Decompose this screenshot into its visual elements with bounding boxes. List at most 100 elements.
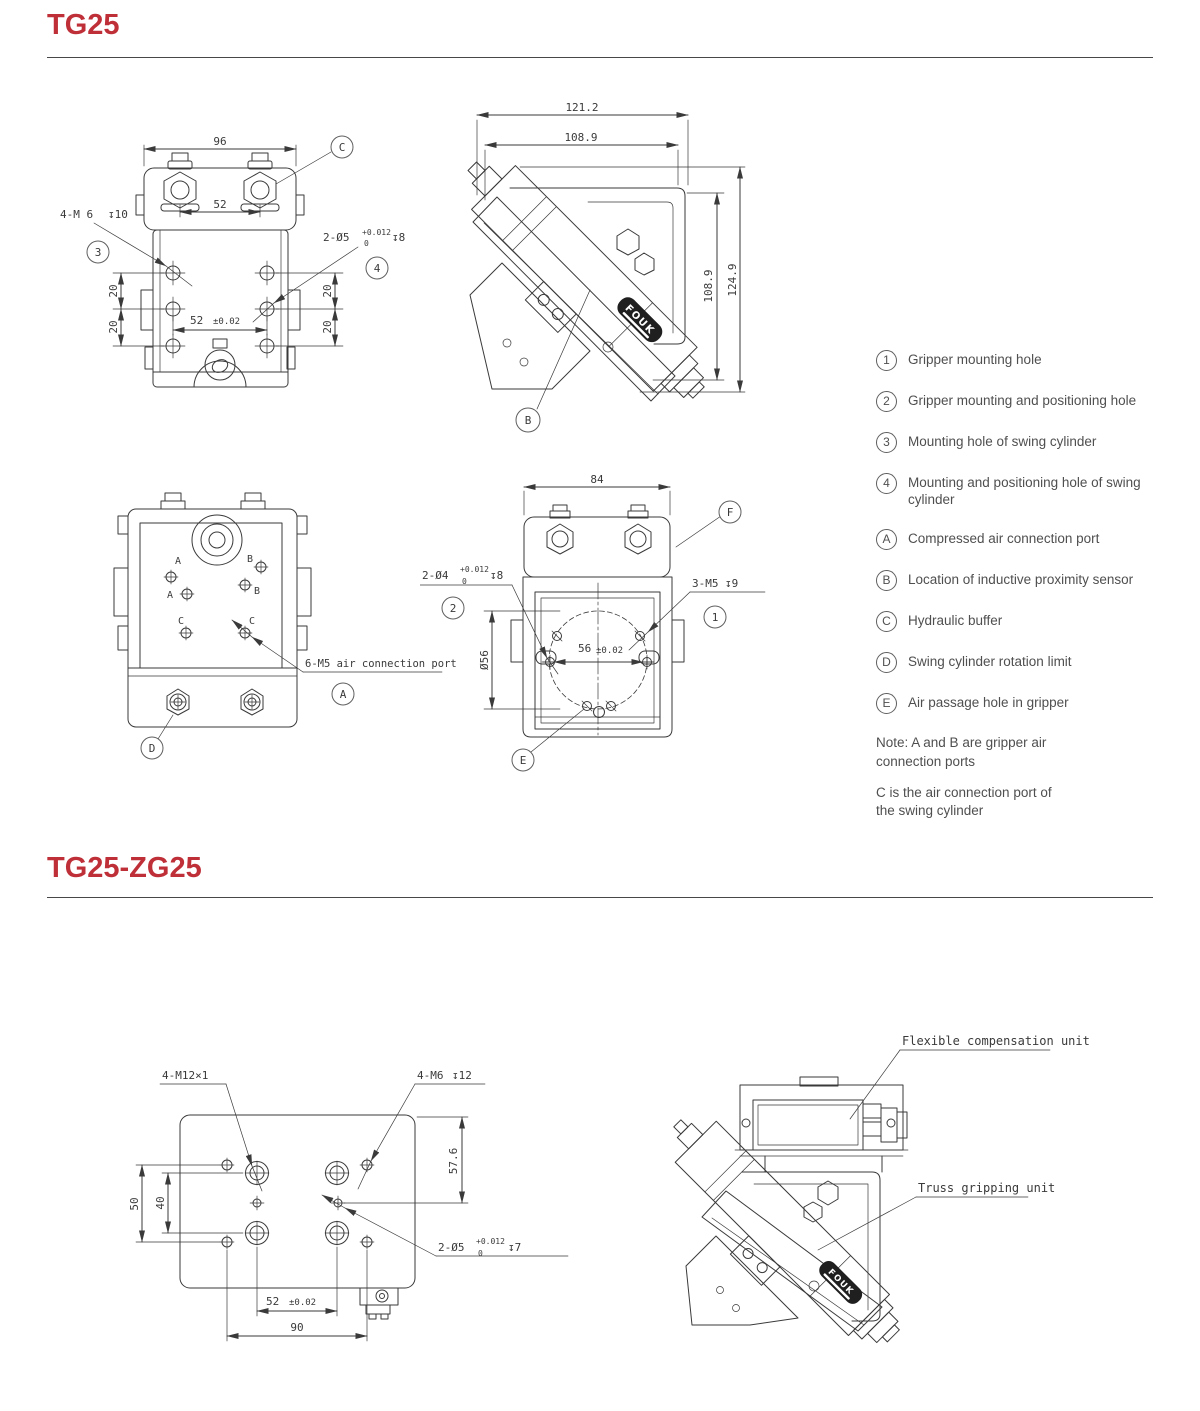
thread-depth-12: ↧12 [452,1069,472,1082]
plate-body [179,1114,416,1320]
hole-tol-lower: 0 [462,577,467,586]
tg25-side-view-drawing: FOUK 121.2 108.9 108.9 124.9 B [467,101,746,433]
svg-text:F: F [727,506,734,519]
dim-124-9: 124.9 [726,263,739,296]
dim-20-right-bottom: 20 [321,320,334,333]
dim-dia-56: Ø56 [478,650,491,670]
air-port-holes: A A B B C C [163,554,269,641]
dim-20-right-top: 20 [321,284,334,297]
dim-121-2: 121.2 [565,101,598,114]
thread-label-4m6: 4-M6 [417,1069,444,1082]
dim-56: 56 [578,642,591,655]
front-mounting-holes [160,260,280,359]
dim-20-left-top: 20 [107,284,120,297]
svg-text:B: B [525,414,532,427]
legend-marker-1: 1 [876,350,897,371]
legend-note-2: C is the air connection port of the swin… [876,784,1052,819]
svg-text:C: C [339,141,346,154]
balloon-c: C [330,135,354,159]
legend-note-1: Note: A and B are gripper air connection… [876,734,1047,769]
tg25-back-view-drawing: A A B B C C 6-M5 air connection port A D [113,492,457,760]
balloon-3: 3 [86,240,110,264]
tg25zg25-assembly-drawing: FOUK Flexible compensation unit Truss gr… [673,1034,1090,1344]
thread-label-4m12: 4-M12×1 [162,1069,208,1082]
hydraulic-buffer-bolt-left [160,152,200,212]
dim-52: 52 [266,1295,279,1308]
svg-text:A: A [340,688,347,701]
hole-tol-lower: 0 [478,1249,483,1258]
thread-label-4m6: 4-M 6 [60,208,93,221]
legend-marker-b: B [876,569,897,591]
legend-marker-e: E [876,692,897,714]
balloon-b: B [515,407,541,433]
hydraulic-buffer-bolt-right [240,152,280,212]
dim-40: 40 [154,1196,167,1209]
dim-width-96: 96 [213,135,226,148]
dim-50: 50 [128,1197,141,1210]
hole-tol-upper: +0.012 [362,228,391,237]
balloon-4: 4 [365,256,389,280]
port-label-c2: C [249,616,255,627]
hole-tol-upper: +0.012 [476,1237,505,1246]
dim-57-6: 57.6 [447,1148,460,1175]
legend-marker-4: 4 [876,473,897,494]
hole-label-2d5: 2-Ø5 [438,1241,465,1254]
balloon-f: F [718,500,742,524]
thread-depth-9: ↧9 [725,577,738,590]
dim-bolt-spacing-52: 52 [213,198,226,211]
bottom-body [510,504,685,738]
legend-marker-3: 3 [876,432,897,453]
hole-depth-7: ↧7 [508,1241,521,1254]
label-flexible-compensation-unit: Flexible compensation unit [902,1034,1090,1048]
hole-depth-8: ↧8 [490,569,503,582]
dim-hole-spacing-52: 52 [190,314,203,327]
hole-depth-8: ↧8 [392,231,405,244]
tg25zg25-plate-view-drawing: 4-M12×1 4-M6 ↧12 57.6 50 40 2-Ø5 +0.012 … [128,1069,569,1342]
svg-text:E: E [520,754,527,767]
truss-gripping-unit: FOUK [673,1119,900,1344]
hole-label-2d4: 2-Ø4 [422,569,449,582]
balloon-d: D [140,736,164,760]
svg-text:2: 2 [450,602,457,615]
hole-tol-lower: 0 [364,239,369,248]
balloon-a: A [331,682,355,706]
balloon-e: E [511,748,535,772]
section-rule-2 [47,897,1153,898]
side-body: FOUK [467,161,705,402]
balloon-2: 2 [441,596,465,620]
port-label-a2: A [167,590,173,601]
legend-marker-2: 2 [876,391,897,412]
front-bottom-boss [193,338,247,388]
dim-56-tol: ±0.02 [596,646,623,656]
svg-text:1: 1 [712,611,719,624]
port-label-b2: B [254,586,260,597]
air-connection-label: 6-M5 air connection port [305,658,457,670]
svg-text:3: 3 [95,246,102,259]
tg25-bottom-view-drawing: 84 F 2-Ø4 +0.012 0 ↧8 2 3-M5 ↧9 1 Ø56 56… [420,473,766,772]
dim-hole-spacing-tol: ±0.02 [213,317,240,327]
legend-marker-a: A [876,528,897,550]
dim-20-left-bottom: 20 [107,320,120,333]
dim-52-tol: ±0.02 [289,1298,316,1308]
dim-90: 90 [290,1321,303,1334]
hole-tol-upper: +0.012 [460,565,489,574]
flexible-compensation-unit [734,1076,909,1173]
dim-108-9-right: 108.9 [702,269,715,302]
section-title-tg25-zg25: TG25-ZG25 [47,852,202,884]
back-body [113,492,312,728]
port-label-c1: C [178,616,184,627]
label-truss-gripping-unit: Truss gripping unit [918,1181,1055,1195]
svg-text:D: D [149,742,156,755]
bolt-circle-holes [542,630,655,718]
legend-marker-d: D [876,651,897,673]
